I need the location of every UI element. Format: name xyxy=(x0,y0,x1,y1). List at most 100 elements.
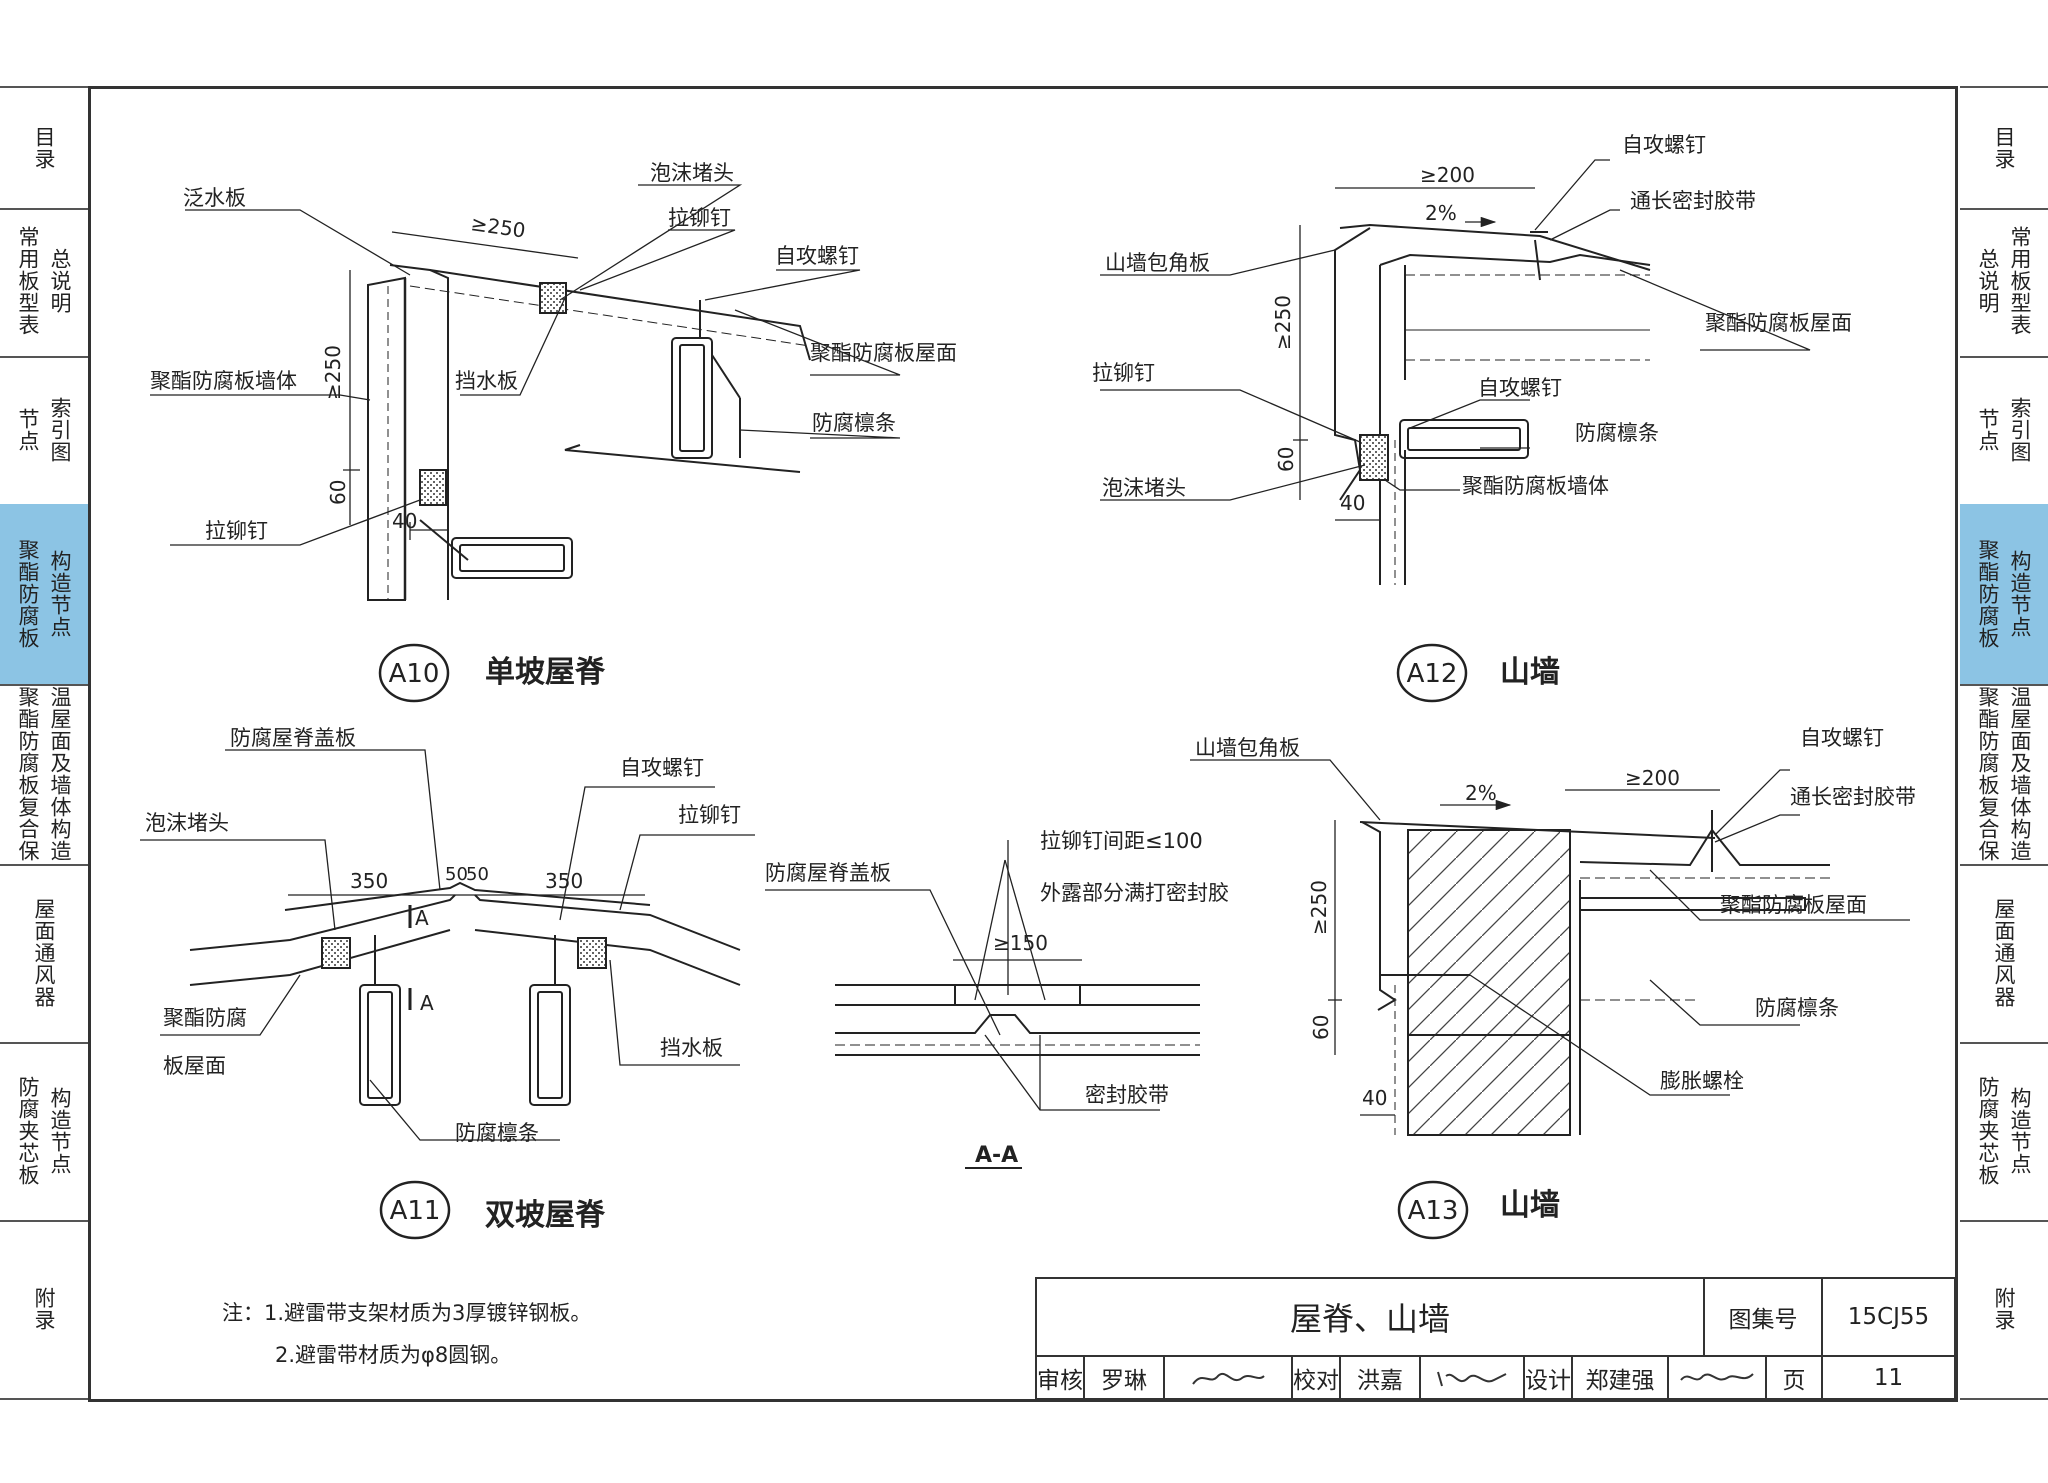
section-aa xyxy=(765,840,1200,1169)
dim-label: 50 xyxy=(466,864,489,885)
label-purlin: 防腐檩条 xyxy=(1575,421,1659,445)
review-label: 审核 xyxy=(1037,1357,1085,1398)
chapter-tab[interactable]: 常用板型表总说明 xyxy=(0,206,88,358)
dim-label: ≥250 xyxy=(1271,295,1295,350)
label-purlin: 防腐檩条 xyxy=(812,411,896,435)
right-chapter-index: 目录总说明常用板型表节点索引图聚酯防腐板构造节点聚酯防腐板复合保温屋面及墙体构造… xyxy=(1960,86,2048,1402)
chapter-tab[interactable]: 聚酯防腐板复合保温屋面及墙体构造 xyxy=(0,684,88,866)
label-wall-panel: 聚酯防腐板墙体 xyxy=(1462,474,1609,498)
slope-label: 2% xyxy=(1425,201,1457,225)
detail-code: A13 xyxy=(1408,1196,1459,1226)
chapter-tab[interactable]: 防腐夹芯板构造节点 xyxy=(0,1042,88,1222)
chapter-tab[interactable]: 节点索引图 xyxy=(1960,356,2048,506)
chapter-tab-label: 聚酯防腐板复合保 xyxy=(16,686,40,862)
dim-label: 60 xyxy=(326,480,350,505)
detail-marker-a12: A12 山墙 xyxy=(1396,643,1560,703)
label-rivet: 拉铆钉 xyxy=(205,519,268,543)
title-block: 屋脊、山墙 图集号 15CJ55 审核 罗琳 校对 洪嘉 设计 郑建强 页 11 xyxy=(1035,1277,1956,1400)
label-self-tapping-screw: 自攻螺钉 xyxy=(1478,376,1562,400)
atlas-number: 15CJ55 xyxy=(1823,1279,1954,1357)
page-label: 页 xyxy=(1767,1357,1823,1398)
label-sealing-tape: 通长密封胶带 xyxy=(1790,785,1916,809)
label-self-tapping-screw: 自攻螺钉 xyxy=(775,244,859,268)
label-sealing-tape: 密封胶带 xyxy=(1085,1083,1169,1107)
chapter-tab[interactable]: 防腐夹芯板构造节点 xyxy=(1960,1042,2048,1222)
chapter-tab[interactable]: 附录 xyxy=(0,1220,88,1400)
label-self-tapping-screw: 自攻螺钉 xyxy=(1622,133,1706,157)
detail-marker-a11: A11 双坡屋脊 xyxy=(379,1180,606,1240)
page-number: 11 xyxy=(1873,1364,1904,1391)
label-self-tapping-screw: 自攻螺钉 xyxy=(620,756,704,780)
chapter-tab[interactable]: 聚酯防腐板构造节点 xyxy=(1960,504,2048,686)
designer-name: 郑建强 xyxy=(1573,1357,1669,1398)
notes: 注：1.避雷带支架材质为3厚镀锌钢板。 2.避雷带材质为φ8圆钢。 xyxy=(222,1292,591,1376)
label-foam-plug: 泡沫堵头 xyxy=(650,161,734,185)
detail-title: 单坡屋脊 xyxy=(485,655,606,690)
label-water-stop: 挡水板 xyxy=(660,1036,723,1060)
chapter-tab-label: 索引图 xyxy=(48,397,72,463)
label-roof-panel: 聚酯防腐 xyxy=(163,1006,247,1030)
dim-label: 60 xyxy=(1309,1015,1333,1040)
section-mark: A xyxy=(415,906,429,930)
dim-label: ≥250 xyxy=(1307,880,1331,935)
detail-code: A12 xyxy=(1407,659,1458,689)
chapter-tab[interactable]: 目录 xyxy=(1960,86,2048,210)
checker-signature xyxy=(1421,1357,1525,1398)
label-roof-panel: 聚酯防腐板屋面 xyxy=(1720,893,1867,917)
chapter-tab[interactable]: 屋面通风器 xyxy=(0,864,88,1044)
chapter-tab-label: 目录 xyxy=(32,126,56,170)
chapter-tab[interactable]: 聚酯防腐板构造节点 xyxy=(0,504,88,686)
chapter-tab-label: 常用板型表 xyxy=(2008,226,2032,336)
reviewer-name: 罗琳 xyxy=(1085,1357,1165,1398)
label-foam-plug: 泡沫堵头 xyxy=(145,811,229,835)
label-rivet-spacing: 拉铆钉间距≤100 xyxy=(1040,829,1203,853)
chapter-tab-label: 温屋面及墙体构造 xyxy=(48,686,72,862)
chapter-tab-label: 温屋面及墙体构造 xyxy=(2008,686,2032,862)
detail-marker-a13: A13 山墙 xyxy=(1397,1180,1560,1240)
chapter-tab-label: 目录 xyxy=(1992,126,2016,170)
label-expansion-bolt: 膨胀螺栓 xyxy=(1660,1069,1744,1093)
label-gable-corner: 山墙包角板 xyxy=(1195,736,1300,760)
chapter-tab-label: 聚酯防腐板 xyxy=(16,539,40,649)
chapter-tab-label: 常用板型表 xyxy=(16,226,40,336)
drawing-title: 屋脊、山墙 xyxy=(1037,1279,1705,1357)
label-water-stop: 挡水板 xyxy=(455,369,518,393)
detail-a10 xyxy=(150,184,901,601)
label-purlin: 防腐檩条 xyxy=(455,1121,539,1145)
chapter-tab-label: 构造节点 xyxy=(2008,550,2032,638)
chapter-tab[interactable]: 总说明常用板型表 xyxy=(1960,206,2048,358)
dim-label: ≥200 xyxy=(1420,163,1475,187)
label-ridge-cap: 防腐屋脊盖板 xyxy=(765,861,891,885)
chapter-tab-label: 构造节点 xyxy=(48,550,72,638)
label-purlin: 防腐檩条 xyxy=(1755,996,1839,1020)
atlas-label: 图集号 xyxy=(1705,1279,1823,1357)
chapter-tab[interactable]: 聚酯防腐板复合保温屋面及墙体构造 xyxy=(1960,684,2048,866)
section-mark: A xyxy=(420,991,434,1015)
dim-label: ≥250 xyxy=(469,211,527,242)
label-gable-corner: 山墙包角板 xyxy=(1105,251,1210,275)
left-chapter-index: 目录常用板型表总说明节点索引图聚酯防腐板构造节点聚酯防腐板复合保温屋面及墙体构造… xyxy=(0,86,88,1402)
label-rivet: 拉铆钉 xyxy=(678,803,741,827)
label-flashing: 泛水板 xyxy=(183,186,246,210)
chapter-tab-label: 聚酯防腐板复合保 xyxy=(1976,686,2000,862)
chapter-tab[interactable]: 附录 xyxy=(1960,1220,2048,1400)
dim-label: 40 xyxy=(1362,1086,1387,1110)
detail-title: 山墙 xyxy=(1500,1188,1560,1223)
chapter-tab-label: 节点 xyxy=(1976,408,2000,452)
label-roof-panel: 聚酯防腐板屋面 xyxy=(810,341,957,365)
note-line: 2.避雷带材质为φ8圆钢。 xyxy=(275,1343,512,1367)
chapter-tab-label: 构造节点 xyxy=(2008,1087,2032,1175)
chapter-tab-label: 屋面通风器 xyxy=(1992,898,2016,1008)
chapter-tab-label: 总说明 xyxy=(1976,248,2000,314)
designer-signature xyxy=(1669,1357,1767,1398)
drawing-frame xyxy=(88,86,1958,1402)
detail-code: A10 xyxy=(389,659,440,689)
label-rivet: 拉铆钉 xyxy=(668,206,731,230)
dim-label: 40 xyxy=(392,509,417,533)
label-exposed-sealant: 外露部分满打密封胶 xyxy=(1040,881,1229,905)
note-line: 注：1.避雷带支架材质为3厚镀锌钢板。 xyxy=(222,1301,592,1325)
chapter-tab[interactable]: 目录 xyxy=(0,86,88,210)
chapter-tab[interactable]: 屋面通风器 xyxy=(1960,864,2048,1044)
detail-marker-a10: A10 单坡屋脊 xyxy=(378,643,606,703)
dim-label: ≥250 xyxy=(321,345,345,400)
